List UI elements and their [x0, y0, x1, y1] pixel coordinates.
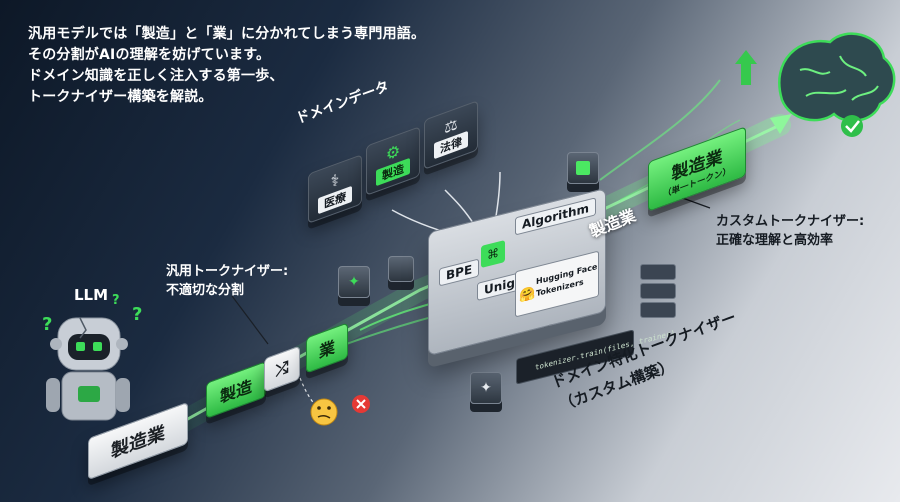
intro-line: ドメイン知識を正しく注入する第一歩、: [28, 68, 284, 84]
sparkle-icon: ✦: [348, 274, 360, 290]
svg-text:?: ?: [42, 314, 52, 335]
data-cube: ✦: [338, 266, 370, 298]
intro-line: その分割がAIの理解を妨げています。: [28, 47, 271, 63]
generic-tokenizer-label: 汎用トークナイザー: 不適切な分割: [166, 262, 288, 300]
sparkle-icon: ✦: [480, 380, 492, 396]
intro-line: 汎用モデルでは「製造」と「業」に分かれてしまう専門用語。: [28, 26, 426, 42]
intro-text: 汎用モデルでは「製造」と「業」に分かれてしまう専門用語。 その分割がAIの理解を…: [28, 24, 425, 108]
svg-text:?: ?: [132, 304, 142, 325]
custom-tokenizer-desc: 正確な理解と高効率: [716, 233, 834, 248]
square-icon: [576, 161, 590, 175]
svg-text:?: ?: [112, 293, 120, 308]
data-cube: ✦: [470, 372, 502, 404]
data-cube: [567, 152, 599, 184]
generic-tokenizer-title: 汎用トークナイザー:: [166, 264, 289, 279]
custom-tokenizer-title: カスタムトークナイザー:: [716, 214, 865, 229]
llm-label: LLM: [74, 286, 109, 304]
intro-line: トークナイザー構築を解説。: [28, 89, 213, 105]
generic-tokenizer-desc: 不適切な分割: [166, 283, 245, 298]
custom-tokenizer-label: カスタムトークナイザー: 正確な理解と高効率: [716, 212, 864, 250]
data-cube: [388, 256, 414, 282]
server-icon: [640, 264, 676, 318]
